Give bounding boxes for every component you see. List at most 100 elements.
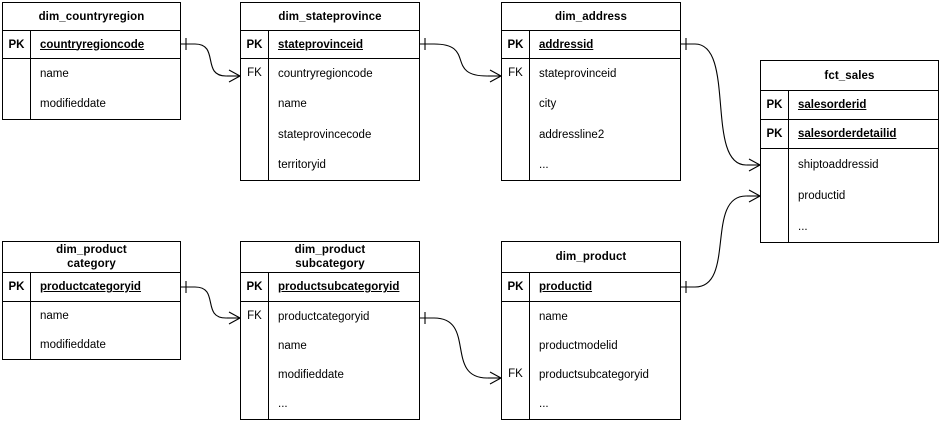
attribute-name: countryregioncode xyxy=(278,68,373,81)
attribute-name: productcategoryid xyxy=(40,281,141,293)
attribute-name: productid xyxy=(798,189,846,202)
key-label: PK xyxy=(3,31,31,58)
key-label: PK xyxy=(761,120,789,148)
attribute-name: addressline2 xyxy=(539,128,605,141)
crow-foot-icon xyxy=(228,69,241,77)
attribute-name: productcategoryid xyxy=(278,310,370,323)
attribute-name: ... xyxy=(278,398,288,411)
key-row[interactable]: PK salesorderdetailid xyxy=(761,120,938,149)
crow-foot-icon xyxy=(228,317,241,325)
attribute-name: countryregioncode xyxy=(40,38,145,51)
key-label: PK xyxy=(241,31,269,58)
key-label: FK xyxy=(247,309,262,322)
crow-foot-icon xyxy=(489,75,502,83)
crow-foot-icon xyxy=(748,164,761,172)
attribute-column: productcategoryid name modifieddate... xyxy=(269,302,419,419)
entity-title: dim_stateprovince xyxy=(241,3,419,31)
attribute-column: name modifieddate xyxy=(31,302,180,359)
attribute-name: ... xyxy=(539,398,549,411)
foreign-key-column xyxy=(3,59,31,119)
key-row[interactable]: PK productsubcategoryid xyxy=(241,273,419,302)
attribute-name: addressid xyxy=(539,38,594,51)
entity-title: dim_product category xyxy=(3,242,180,273)
relationship-line xyxy=(181,286,240,319)
attribute-body: FK productcategoryid name modifieddate... xyxy=(241,302,419,419)
relationship-line xyxy=(420,317,501,379)
key-label: FK xyxy=(508,67,523,80)
attribute-name: stateprovinceid xyxy=(539,68,617,81)
key-label: FK xyxy=(508,368,523,381)
attribute-name: modifieddate xyxy=(278,369,344,382)
relationship-stateprovince-to-address xyxy=(420,38,502,83)
relationship-line xyxy=(681,195,760,288)
entity-title: fct_sales xyxy=(761,61,938,91)
key-row[interactable]: PK addressid xyxy=(502,31,680,59)
attribute-name: productid xyxy=(539,281,593,293)
attribute-name: salesorderdetailid xyxy=(798,128,897,140)
attribute-name: territoryid xyxy=(278,158,326,171)
attribute-name: productmodelid xyxy=(539,339,618,352)
attribute-name: ... xyxy=(539,158,549,171)
attribute-name: shiptoaddressid xyxy=(798,158,879,171)
key-label: PK xyxy=(502,31,530,58)
key-row[interactable]: PK countryregioncode xyxy=(3,31,180,59)
attribute-body: name modifieddate xyxy=(3,302,180,359)
attribute-name: modifieddate xyxy=(40,98,106,110)
relationship-subcategory-to-product xyxy=(420,312,502,385)
key-label: PK xyxy=(502,273,530,301)
crow-foot-icon xyxy=(489,69,502,77)
attribute-column: shiptoaddressid productid... xyxy=(789,149,938,242)
attribute-name: productsubcategoryid xyxy=(539,369,649,382)
entity-title: dim_address xyxy=(502,3,680,31)
attribute-name: name xyxy=(40,310,69,323)
attribute-name: name xyxy=(278,339,307,352)
crow-foot-icon xyxy=(748,158,761,166)
relationship-countryregion-to-stateprovince xyxy=(181,38,241,83)
crow-foot-icon xyxy=(489,371,502,379)
key-label: PK xyxy=(241,273,269,301)
relationship-productcategory-to-subcategory xyxy=(181,281,241,325)
attribute-name: ... xyxy=(798,220,808,233)
attribute-name: name xyxy=(278,98,307,111)
attribute-name: stateprovincecode xyxy=(278,128,372,141)
relationship-line xyxy=(681,43,760,166)
entity-title: dim_countryregion xyxy=(3,3,180,31)
crow-foot-icon xyxy=(489,377,502,385)
entity-title: dim_product xyxy=(502,242,680,273)
key-label: FK xyxy=(247,67,262,80)
attribute-column: countryregioncode name stateprovincecode te… xyxy=(269,59,419,180)
relationship-line xyxy=(420,43,501,77)
key-row[interactable]: PK productid xyxy=(502,273,680,302)
relationship-line xyxy=(181,43,240,77)
foreign-key-column: FK xyxy=(502,302,530,419)
attribute-body: shiptoaddressid productid... xyxy=(761,149,938,242)
foreign-key-column xyxy=(3,302,31,359)
crow-foot-icon xyxy=(748,189,761,197)
relationship-address-to-fctsales xyxy=(681,38,761,172)
attribute-name: modifieddate xyxy=(40,338,106,351)
foreign-key-column: FK xyxy=(241,59,269,180)
attribute-body: FK countryregioncode name stateprovincecode… xyxy=(241,59,419,180)
crow-foot-icon xyxy=(228,311,241,319)
attribute-name: productsubcategoryid xyxy=(278,281,400,293)
foreign-key-column xyxy=(761,149,789,242)
relationship-product-to-fctsales xyxy=(681,189,761,293)
crow-foot-icon xyxy=(748,195,761,203)
attribute-name: salesorderid xyxy=(798,99,867,111)
